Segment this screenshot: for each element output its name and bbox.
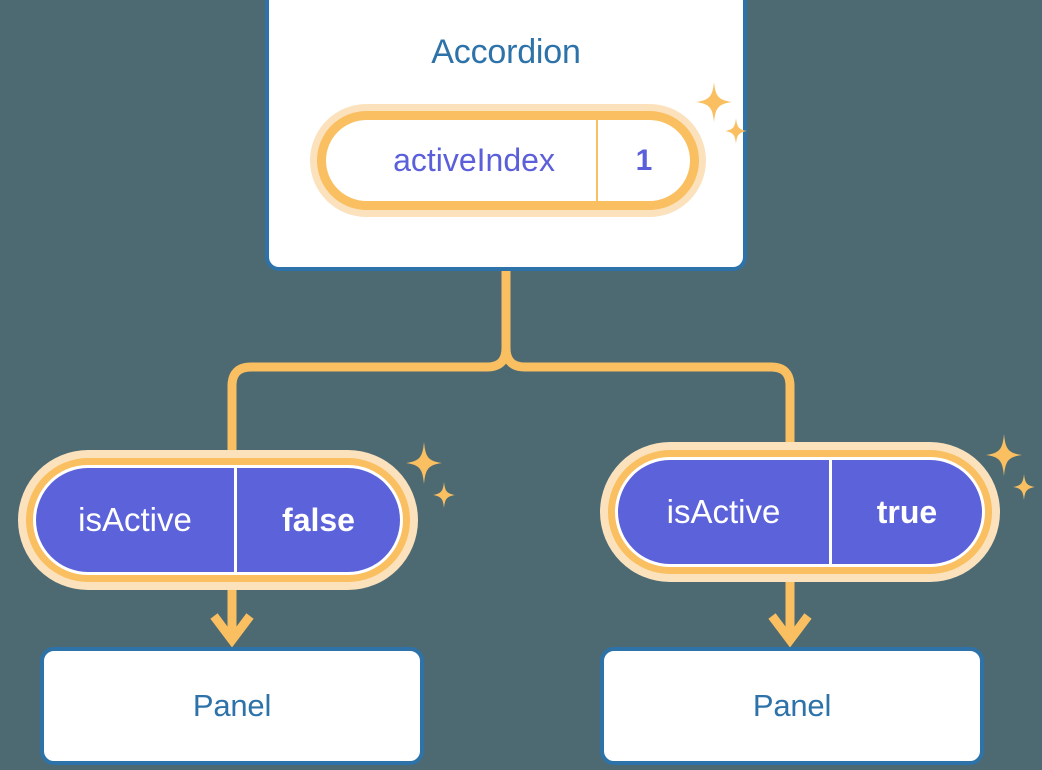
arrow-down-icon-left — [210, 588, 254, 648]
prop-badge-is-active-true[interactable]: isActive true — [600, 442, 1000, 582]
state-pill-ring: activeIndex 1 — [317, 111, 699, 210]
panel-title-left: Panel — [192, 688, 272, 723]
prop-badge-body-left: isActive false — [36, 468, 400, 572]
prop-badge-ring-left: isActive false — [26, 458, 410, 582]
prop-badge-white-ring-right: isActive true — [615, 457, 985, 567]
panel-card-left[interactable]: Panel — [40, 647, 424, 765]
prop-badge-value-left: false — [282, 501, 355, 538]
panel-title-right: Panel — [752, 688, 832, 723]
prop-badge-body-right: isActive true — [618, 460, 982, 564]
prop-badge-value-right: true — [876, 493, 938, 530]
connector-branch-left — [227, 347, 511, 462]
state-pill-active-index[interactable]: activeIndex 1 — [310, 104, 706, 217]
prop-badge-is-active-false[interactable]: isActive false — [18, 450, 418, 590]
accordion-title: Accordion — [431, 33, 581, 71]
panel-card-right[interactable]: Panel — [600, 647, 984, 765]
prop-badge-key-right: isActive — [666, 493, 781, 530]
prop-badge-separator-left — [234, 468, 237, 572]
prop-badge-white-ring-left: isActive false — [33, 465, 403, 575]
state-pill-key: activeIndex — [393, 142, 555, 178]
state-pill-separator — [596, 120, 598, 201]
connector-branch-right — [501, 347, 795, 456]
state-pill-body: activeIndex 1 — [326, 120, 690, 201]
arrow-down-icon-right — [768, 582, 812, 648]
prop-badge-separator-right — [829, 460, 832, 564]
prop-badge-ring-right: isActive true — [608, 450, 992, 574]
state-pill-value: 1 — [635, 143, 653, 177]
prop-badge-key-left: isActive — [78, 501, 192, 538]
